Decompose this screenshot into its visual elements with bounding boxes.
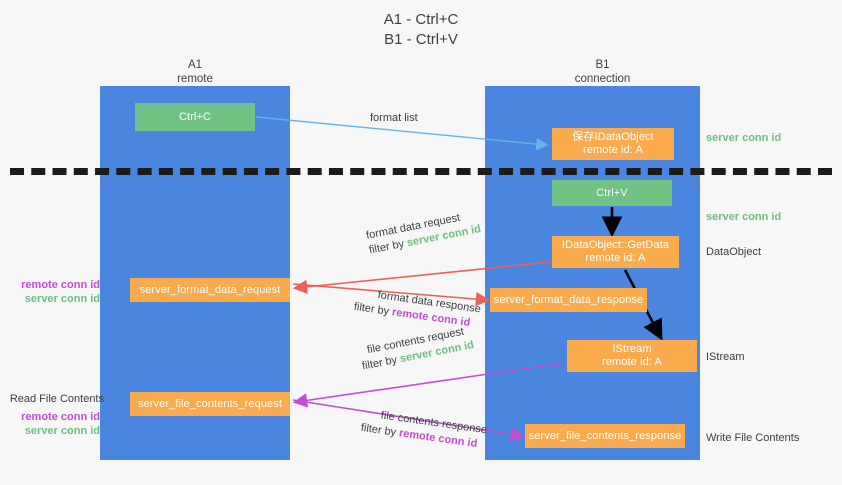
node-ctrl-c[interactable]: Ctrl+C (135, 103, 255, 131)
node-ctrl-c-label: Ctrl+C (178, 110, 212, 123)
annotation-server-conn-id-2: server conn id (24, 425, 100, 437)
annotation-server-conn-id-top: server conn id (706, 132, 782, 144)
node-server-file-contents-response[interactable]: server_file_contents_response (525, 424, 685, 448)
annotation-remote-conn-id-2: remote conn id (21, 411, 100, 423)
node-idataobject-label: 保存IDataObject (572, 131, 654, 143)
title-line-1: A1 - Ctrl+C (383, 11, 459, 28)
node-server-format-data-request-label: server_format_data_request (139, 283, 281, 296)
arrow-format-data-request (292, 261, 551, 295)
node-idataobject-sublabel: remote id: A (583, 144, 643, 156)
node-getdata-sublabel: remote id: A (585, 252, 646, 264)
node-server-format-data-response[interactable]: server_format_data_response (490, 288, 647, 312)
annotation-remote-conn-id-1: remote conn id (21, 279, 100, 291)
node-server-file-contents-response-label: server_file_contents_response (528, 429, 682, 442)
lane-b1-sub: connection (574, 73, 631, 85)
arrow-format-list (255, 116, 549, 151)
annotation-read-file-contents: Read File Contents (9, 393, 104, 405)
annotation-data-object: DataObject (706, 246, 762, 258)
node-server-file-contents-request[interactable]: server_file_contents_request (130, 392, 290, 416)
annotation-istream: IStream (706, 351, 745, 363)
annotation-write-file-contents: Write File Contents (706, 432, 800, 444)
arrow-file-contents-response (292, 399, 526, 442)
arrow-file-contents-request (292, 362, 565, 408)
arrow-format-data-response (292, 283, 491, 307)
node-idataobject-getdata[interactable]: IDataObject::GetData remote id: A (552, 236, 679, 268)
node-istream[interactable]: IStream remote id: A (567, 340, 697, 372)
node-server-format-data-response-label: server_format_data_response (493, 293, 644, 306)
node-getdata-label: IDataObject::GetData (561, 239, 670, 251)
lane-a1-sub: remote (177, 73, 213, 85)
lane-a1-name: A1 (187, 59, 203, 71)
node-istream-sublabel: remote id: A (602, 356, 662, 368)
node-ctrl-v-label: Ctrl+V (596, 186, 628, 199)
node-server-file-contents-request-label: server_file_contents_request (137, 397, 283, 410)
lane-b1-name: B1 (595, 59, 610, 71)
annotation-server-conn-id-mid: server conn id (706, 211, 782, 223)
edge-label-format-list-text: format list (370, 112, 418, 124)
annotation-conn-ids-lower: remote conn id server conn id (8, 410, 100, 438)
diagram-title: A1 - Ctrl+C B1 - Ctrl+V (0, 10, 842, 50)
node-ctrl-v[interactable]: Ctrl+V (552, 180, 672, 206)
title-line-2: B1 - Ctrl+V (384, 31, 458, 48)
node-idataobject[interactable]: 保存IDataObject remote id: A (552, 128, 674, 160)
annotation-conn-ids-upper: remote conn id server conn id (8, 278, 100, 306)
lane-header-b1: B1 connection (510, 58, 695, 86)
annotation-server-conn-id-1: server conn id (24, 293, 100, 305)
filter-by-text-2: filter by (353, 300, 393, 319)
lane-header-a1: A1 remote (120, 58, 270, 86)
phase-divider (10, 168, 832, 175)
node-istream-label: IStream (612, 343, 652, 355)
node-server-format-data-request[interactable]: server_format_data_request (130, 278, 290, 302)
edge-label-format-list: format list (370, 111, 418, 126)
filter-by-text-4: filter by (360, 421, 400, 440)
